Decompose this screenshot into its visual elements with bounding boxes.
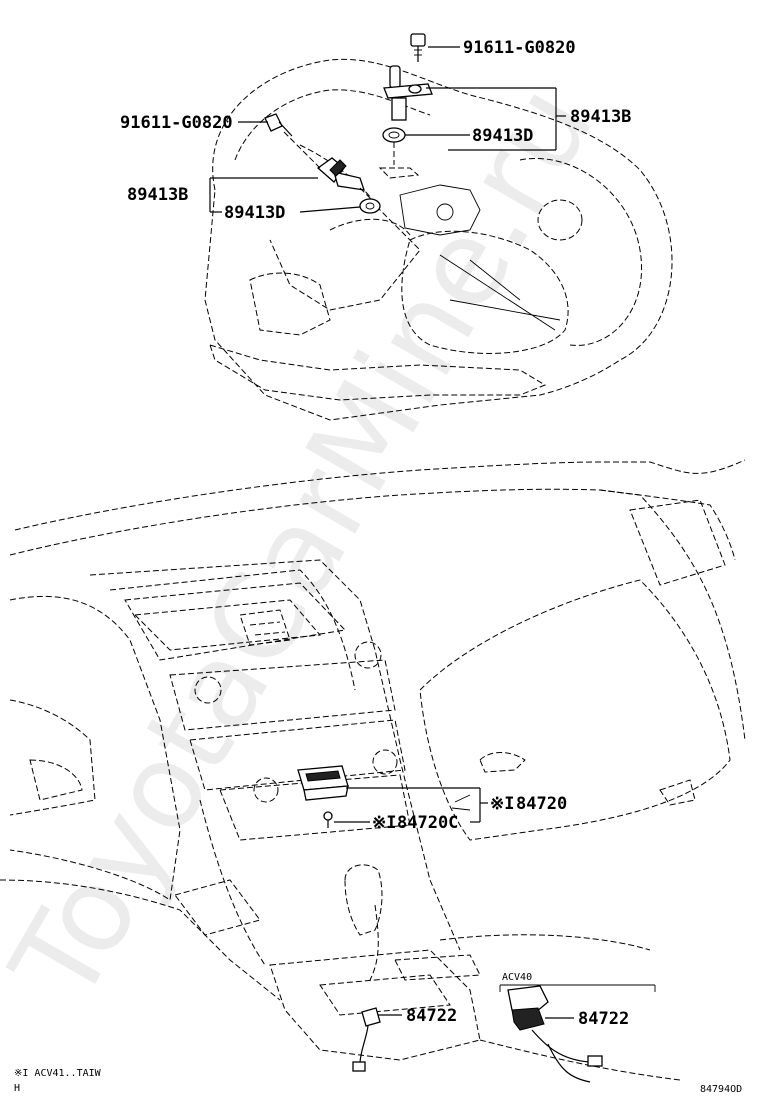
o-ring-top-icon xyxy=(382,127,406,143)
mark-switch-main: ※I xyxy=(490,794,514,814)
label-sensor-left: 89413B xyxy=(127,185,188,205)
bolt-left-icon xyxy=(264,113,293,137)
switch-screw-icon xyxy=(323,811,333,828)
leaders-top xyxy=(209,46,566,213)
footnote-line2: H xyxy=(14,1083,20,1094)
label-oring-left: 89413D xyxy=(224,203,285,223)
label-bolt-top: 91611-G0820 xyxy=(463,38,576,58)
label-sensor-top: 89413B xyxy=(570,107,631,127)
watermark: ToyotaCarMine.ru xyxy=(0,62,620,1025)
label-shift-right: 84722 xyxy=(578,1009,629,1029)
inset-label: ACV40 xyxy=(502,972,532,983)
mark-switch-screw: ※I xyxy=(372,813,396,833)
leaders-bottom xyxy=(334,787,574,1019)
pattern-select-switch-icon xyxy=(297,765,349,801)
acv40-inset xyxy=(499,984,656,992)
label-shift-left: 84722 xyxy=(406,1006,457,1026)
figure-code: 84794OD xyxy=(700,1084,742,1095)
bolt-top-icon xyxy=(410,33,426,62)
speed-sensor-top-icon xyxy=(383,65,433,121)
label-switch-main: 84720 xyxy=(516,794,567,814)
footnote-line1: ※I ACV41..TAIW xyxy=(14,1068,102,1079)
label-oring-top: 89413D xyxy=(472,126,533,146)
label-switch-screw: 84720C xyxy=(397,813,458,833)
transmission-housing xyxy=(204,58,673,421)
label-bolt-left: 91611-G0820 xyxy=(120,113,233,133)
shift-lock-harness-right-icon xyxy=(507,985,603,1083)
o-ring-left-icon xyxy=(359,198,381,214)
shift-lock-harness-left-icon xyxy=(352,1007,381,1072)
speed-sensor-left-icon xyxy=(316,157,365,191)
